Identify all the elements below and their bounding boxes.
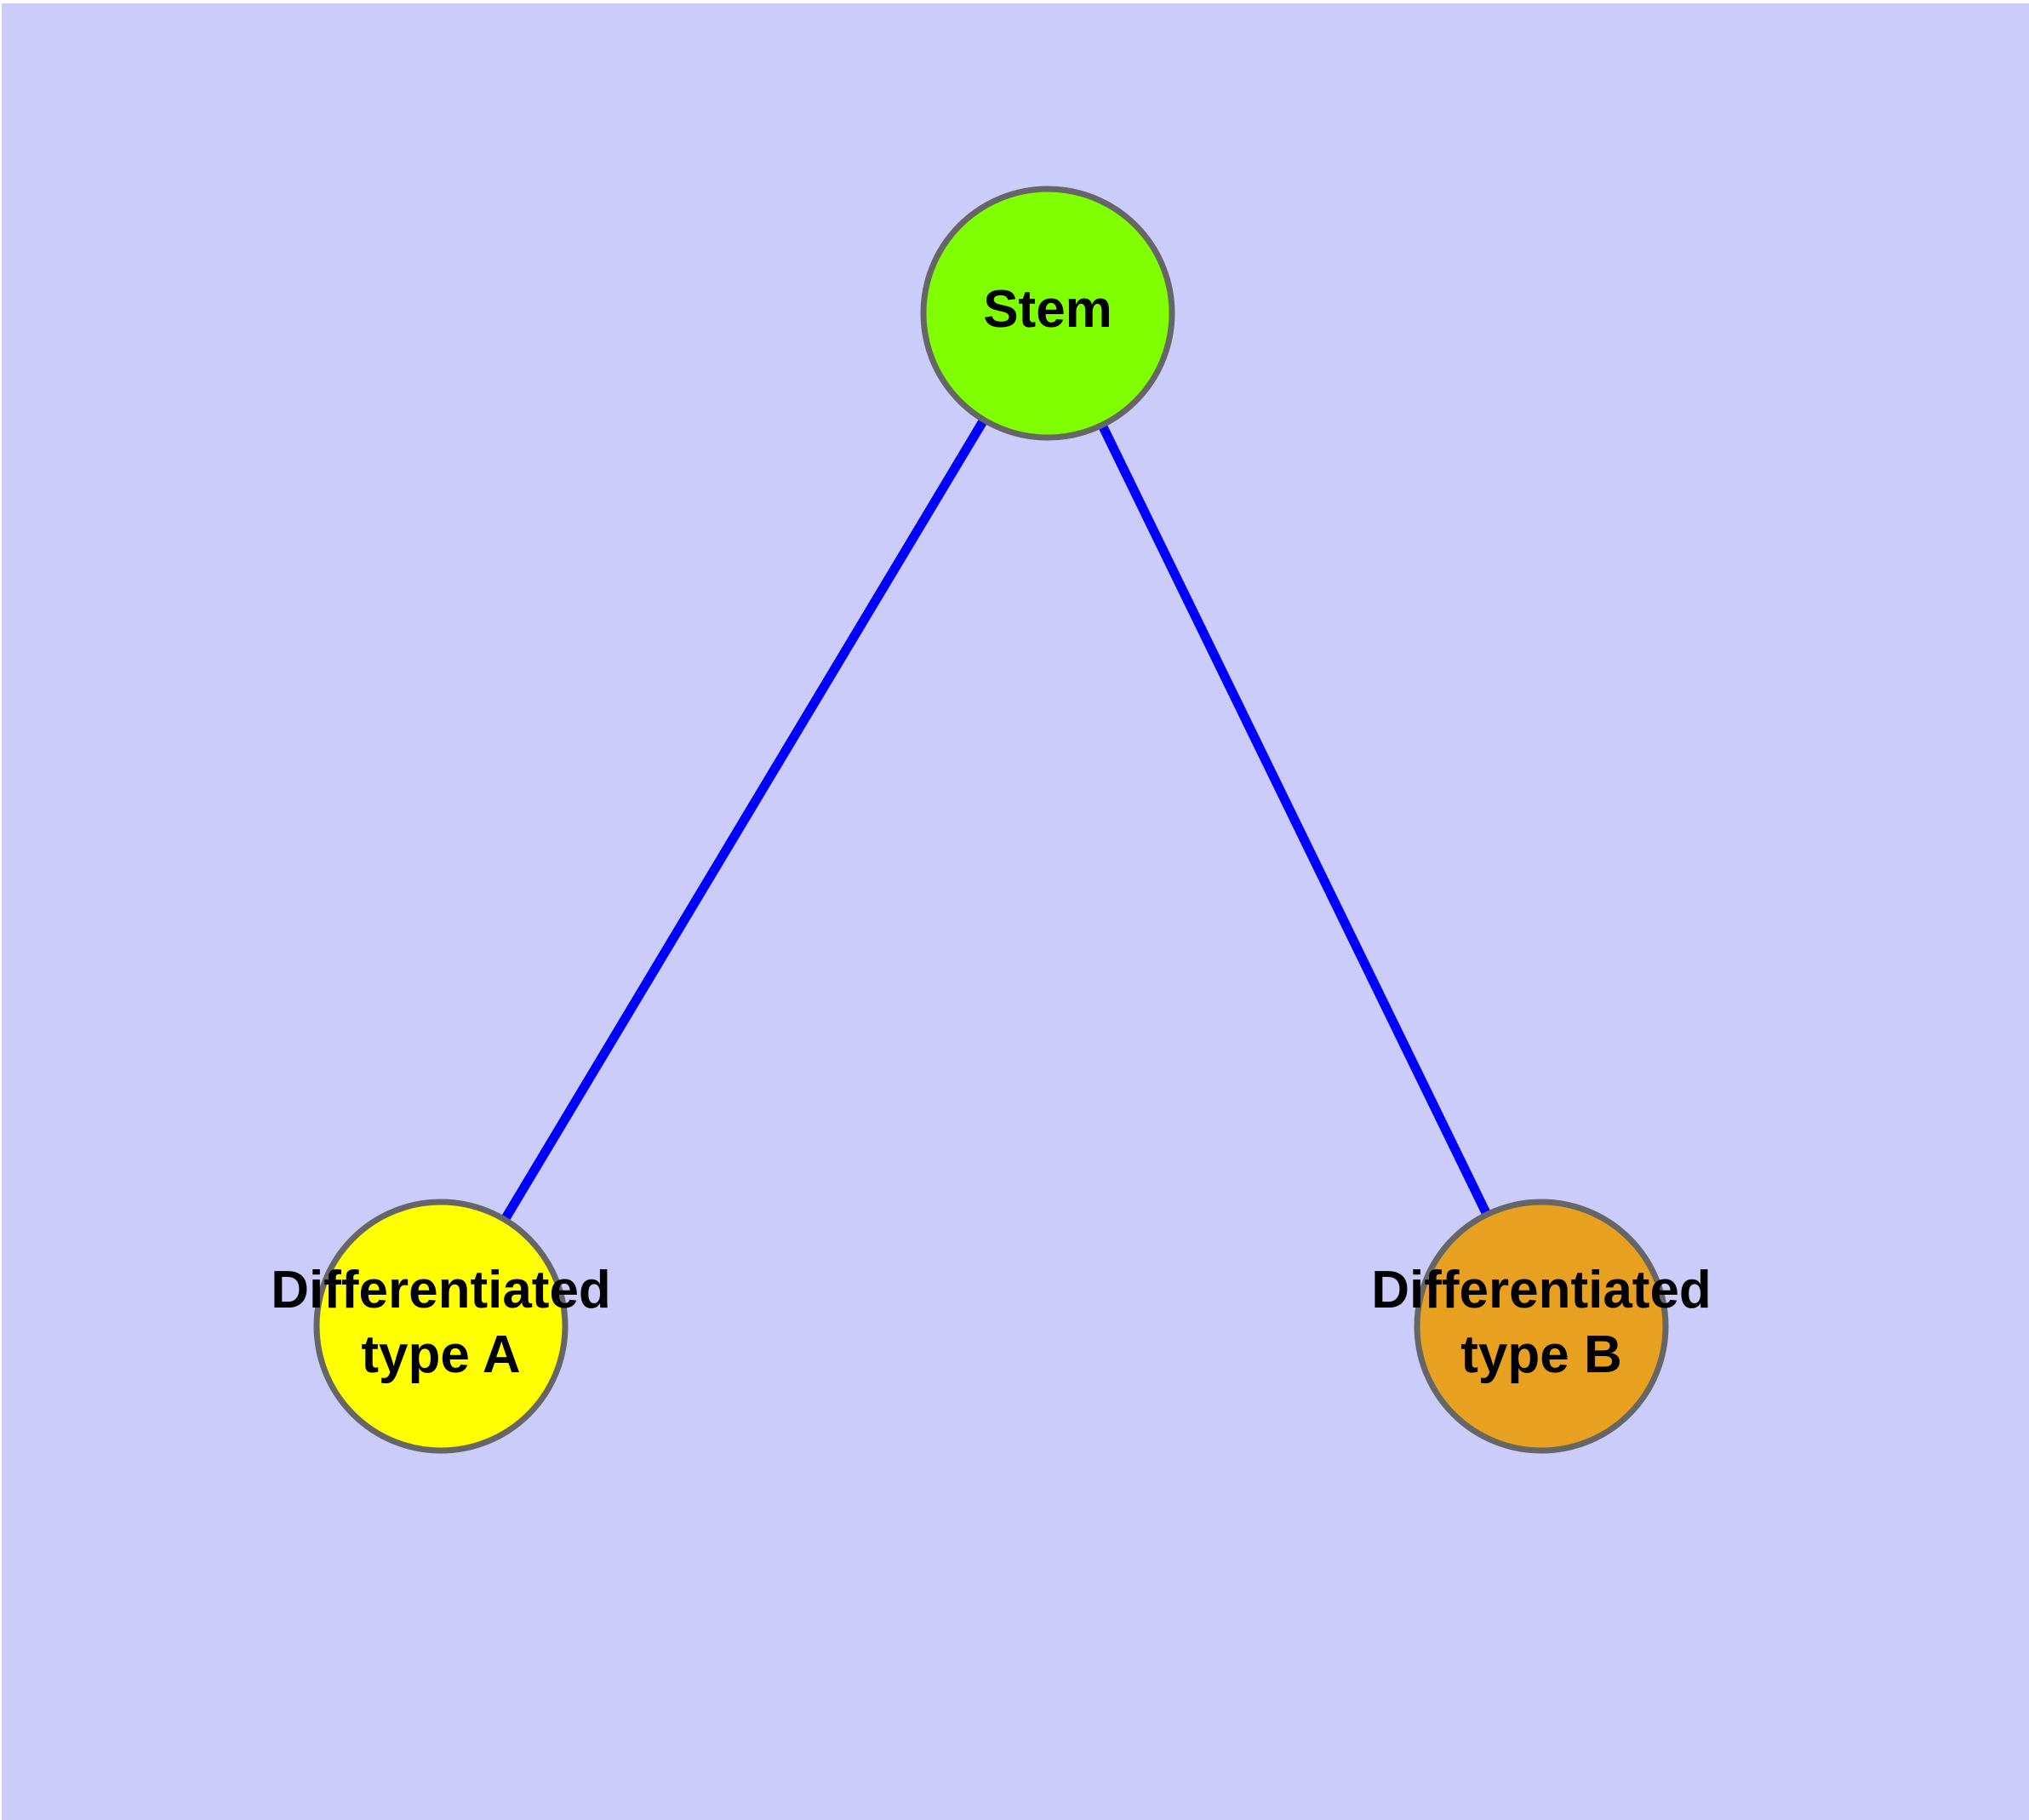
node-label-line: Stem	[983, 280, 1112, 339]
graph-edge-stem-diff_a	[500, 417, 988, 1222]
node-label-line: Differentiated	[1371, 1262, 1712, 1320]
node-circle-diff_b[interactable]	[1414, 1199, 1669, 1454]
graph-edge-stem-diff_b	[1098, 422, 1491, 1217]
node-circle-stem[interactable]	[920, 186, 1175, 441]
node-label-line: type A	[361, 1325, 520, 1384]
node-circle-diff_a[interactable]	[313, 1199, 569, 1454]
edges-layer	[500, 417, 1491, 1222]
node-label-line: Differentiated	[271, 1262, 611, 1320]
node-label-stem: Stem	[983, 280, 1112, 339]
graph-node-stem[interactable]: Stem	[920, 186, 1175, 441]
node-label-line: type B	[1460, 1325, 1621, 1384]
